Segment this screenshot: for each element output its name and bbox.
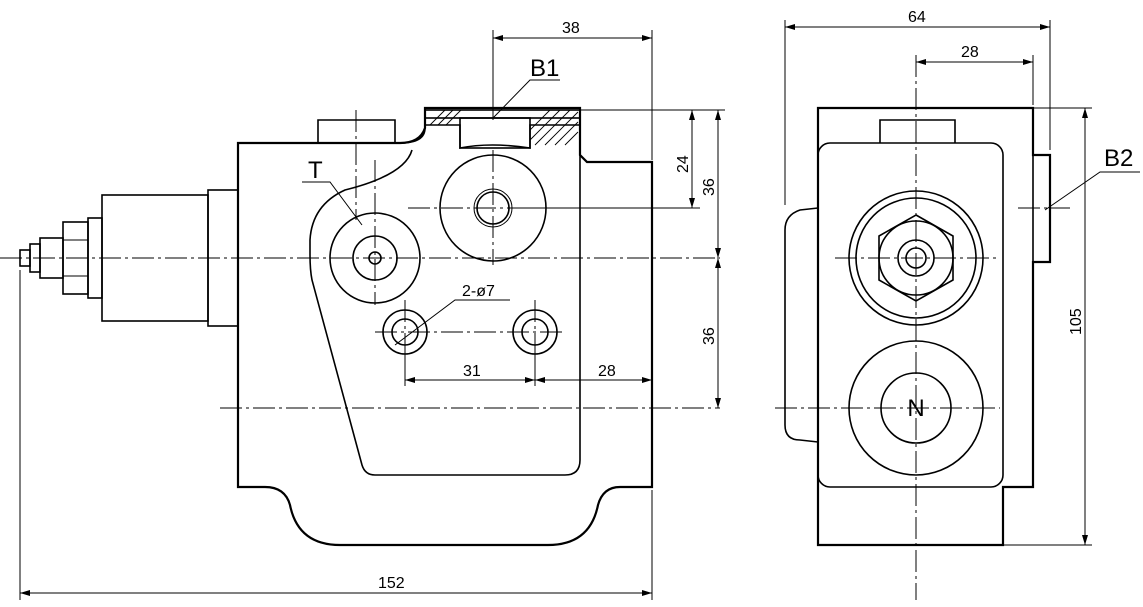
dim-side-height: 105 bbox=[1003, 107, 1092, 546]
front-hatching bbox=[429, 109, 579, 146]
front-body-outline bbox=[236, 106, 654, 547]
front-inner-face bbox=[309, 108, 581, 476]
dim-holes-edge-text: 28 bbox=[598, 363, 616, 380]
port-b1-leader bbox=[492, 79, 560, 119]
dim-front-36-upper: 36 bbox=[701, 110, 721, 258]
side-view: N B2 64 28 bbox=[775, 9, 1140, 600]
dim-side-inner: 28 bbox=[916, 44, 1034, 105]
holes-callout: 2-ø7 bbox=[462, 283, 495, 300]
dim-front-24-text: 24 bbox=[675, 155, 692, 173]
dim-overall-width: 152 bbox=[19, 270, 653, 600]
dim-front-36-lower-text: 36 bbox=[701, 327, 718, 345]
dim-side-inner-text: 28 bbox=[961, 44, 979, 61]
front-section-slot bbox=[459, 117, 531, 149]
side-centerlines bbox=[775, 55, 1070, 600]
port-b1-label: B1 bbox=[530, 55, 559, 82]
side-inner-plate bbox=[817, 142, 1004, 488]
dim-side-width: 64 bbox=[784, 9, 1051, 205]
dim-front-top-text: 38 bbox=[562, 20, 580, 37]
dim-overall-width-text: 152 bbox=[378, 575, 405, 592]
dim-front-top: 38 bbox=[492, 20, 653, 160]
dim-side-width-text: 64 bbox=[908, 9, 926, 26]
dim-holes: 31 28 bbox=[404, 355, 653, 386]
side-left-lip bbox=[784, 207, 819, 443]
holes-leader bbox=[394, 299, 510, 346]
port-t-leader bbox=[302, 181, 363, 226]
front-view: T B1 2-ø7 38 24 36 bbox=[0, 20, 725, 600]
dim-front-36-lower: 36 bbox=[701, 258, 721, 408]
dim-front-36-upper-text: 36 bbox=[701, 178, 718, 196]
dim-holes-spacing-text: 31 bbox=[463, 363, 481, 380]
side-top-boss bbox=[879, 119, 956, 143]
port-t-label: T bbox=[308, 157, 323, 184]
side-body-outline bbox=[816, 106, 1052, 547]
dim-side-height-text: 105 bbox=[1068, 308, 1085, 335]
front-top-section bbox=[424, 109, 581, 119]
dim-front-24: 24 bbox=[520, 109, 725, 209]
port-b2-label: B2 bbox=[1104, 145, 1133, 172]
port-b2-leader bbox=[1044, 171, 1140, 211]
